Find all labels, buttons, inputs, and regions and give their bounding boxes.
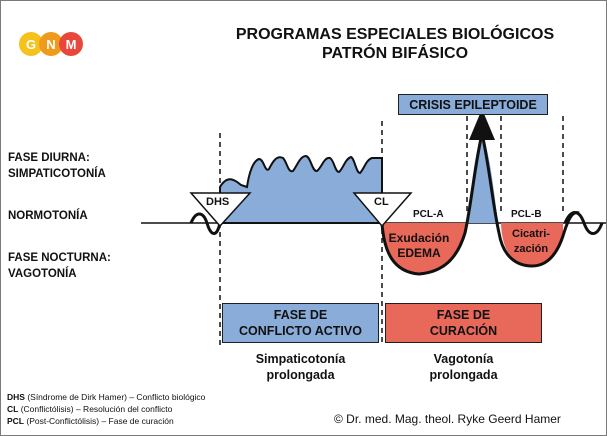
exudation-edema-area [382,223,467,274]
crisis-arrow-head [469,109,495,140]
legend-cl-text: (Conflictólisis) – Resolución del confli… [18,404,173,414]
legend-cl-abbr: CL [7,404,19,414]
exudation-line-1: Exudación [388,231,450,245]
active-conflict-phase-box: FASE DE CONFLICTO ACTIVO [222,303,379,343]
conflict-phase-line-1: FASE DE [273,308,328,322]
sympathicotonia-note-line-1: Simpaticotonía [255,352,346,366]
pcl-b-label: PCL-B [511,209,542,220]
night-phase-line-1: FASE NOCTURNA: [8,252,111,264]
conflict-phase-line-2: CONFLICTO ACTIVO [239,324,362,338]
vagotonia-note: Vagotonía prolongada [385,351,542,383]
crisis-label: CRISIS EPILEPTOIDE [409,97,537,112]
copyright-notice: © Dr. med. Mag. theol. Ryke Geerd Hamer [334,412,561,426]
day-phase-line-1: FASE DIURNA: [8,152,90,164]
crisis-epileptoide-box: CRISIS EPILEPTOIDE [398,94,548,115]
title-line-1: PROGRAMAS ESPECIALES BIOLÓGICOS [235,26,555,43]
legend-dhs-text: (Síndrome de Dirk Hamer) – Conflicto bio… [24,392,206,402]
sympathicotonia-note: Simpaticotonía prolongada [222,351,379,383]
cl-triangle [352,192,413,228]
night-phase-line-2: VAGOTONÍA [8,268,77,280]
healing-phase-box: FASE DE CURACIÓN [385,303,542,343]
vagotonia-note-line-1: Vagotonía [433,352,494,366]
curve-outline [380,132,580,276]
night-phase-label: FASE NOCTURNA: VAGOTONÍA [8,250,111,282]
legend-dhs-abbr: DHS [7,392,25,402]
legend-cl: CL (Conflictólisis) – Resolución del con… [7,404,172,414]
normotonia-label: NORMOTONÍA [8,210,88,222]
day-phase-label: FASE DIURNA: SIMPATICOTONÍA [8,150,106,182]
vagotonia-note-line-2: prolongada [429,368,498,382]
healing-phase-line-2: CURACIÓN [429,324,498,338]
day-phase-line-2: SIMPATICOTONÍA [8,168,106,180]
pcl-a-label: PCL-A [413,209,444,220]
healing-phase-line-1: FASE DE [436,308,491,322]
cl-label: CL [374,196,389,208]
scarring-label: Cicatri- zación [505,227,557,257]
right-wave [563,211,604,235]
title-line-2: PATRÓN BIFÁSICO [321,45,469,62]
logo-circle-m: M [59,32,83,56]
sympathicotonia-note-line-2: prolongada [266,368,335,382]
exudation-line-2: EDEMA [397,246,441,260]
legend-pcl-text: (Post-Conflictólisis) – Fase de curación [24,416,174,426]
scarring-line-2: zación [513,243,549,255]
legend-dhs: DHS (Síndrome de Dirk Hamer) – Conflicto… [7,392,205,402]
crisis-spike-area [467,133,498,223]
dhs-triangle [189,192,252,228]
dhs-label: DHS [206,196,230,208]
left-wave [189,212,222,235]
scarring-line-1: Cicatri- [512,228,550,240]
legend-pcl: PCL (Post-Conflictólisis) – Fase de cura… [7,416,174,426]
legend-pcl-abbr: PCL [7,416,24,426]
scarring-area [501,223,563,266]
sympathicotonia-area [219,154,383,224]
exudation-label: Exudación EDEMA [387,231,451,261]
